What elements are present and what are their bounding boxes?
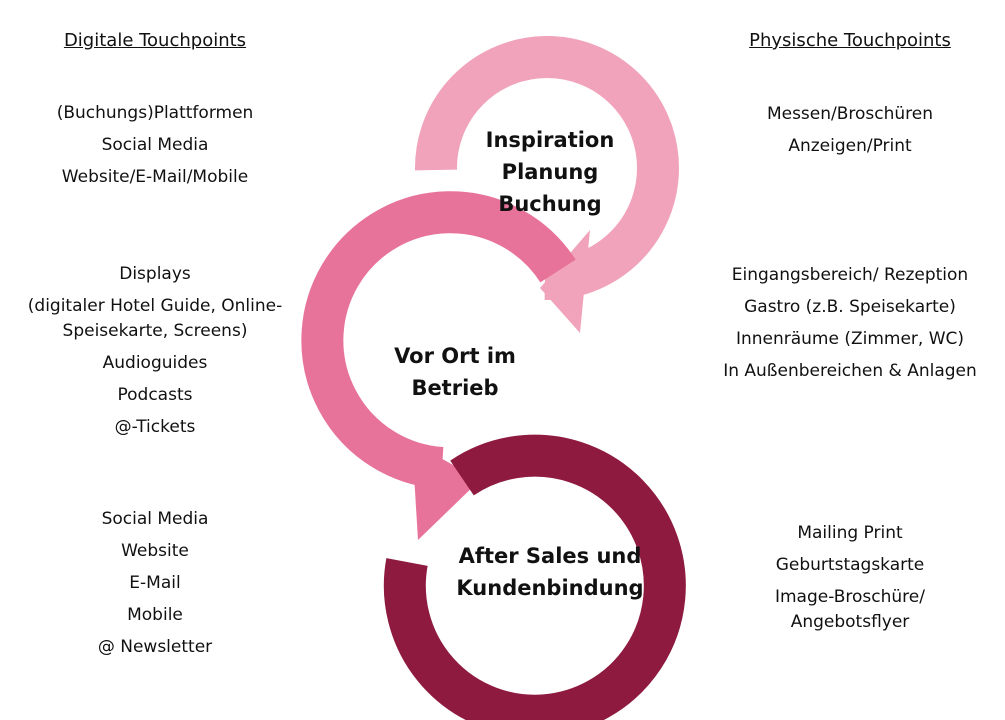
list-item: Social Media (101, 135, 209, 155)
list-item: Social Media (101, 509, 209, 529)
stage-1-line: Buchung (498, 192, 602, 216)
physical-group-on-site: Eingangsbereich/ Rezeption Gastro (z.B. … (705, 259, 995, 387)
list-item: Podcasts (117, 385, 193, 405)
stage-2-line: Vor Ort im (394, 344, 516, 368)
physical-group-planning: Messen/Broschüren Anzeigen/Print (705, 98, 995, 162)
list-item: Messen/Broschüren (766, 104, 934, 124)
list-item: Audioguides (102, 353, 208, 373)
list-item: Displays (119, 264, 191, 284)
list-item: Website/E-Mail/Mobile (61, 167, 249, 187)
stage-3-ring (383, 434, 686, 720)
list-item: Image-Broschüre/ Angebotsflyer (774, 587, 925, 632)
digital-group-after-sales: Social Media Website E-Mail Mobile @ New… (15, 503, 295, 663)
stage-1-arc (414, 36, 679, 301)
list-item: (Buchungs)Plattformen (56, 103, 254, 123)
stage-2-line: Betrieb (411, 376, 499, 400)
list-item: Mobile (127, 605, 183, 625)
stage-1-label: Inspiration Planung Buchung (450, 124, 650, 220)
list-item: (digitaler Hotel Guide, Online-Speisekar… (27, 296, 283, 341)
stage-2-label: Vor Ort im Betrieb (360, 340, 550, 404)
stage-1-line: Planung (501, 160, 599, 184)
list-item: Eingangsbereich/ Rezeption (731, 265, 969, 285)
list-item: Geburtstagskarte (775, 555, 925, 575)
physical-touchpoints-heading: Physische Touchpoints (749, 30, 951, 51)
physical-group-after-sales: Mailing Print Geburtstagskarte Image-Bro… (705, 517, 995, 638)
list-item: @ Newsletter (97, 637, 213, 657)
stage-3-label: After Sales und Kundenbindung (440, 540, 660, 604)
stage-1-line: Inspiration (485, 128, 615, 152)
list-item: In Außenbereichen & Anlagen (723, 361, 977, 381)
list-item: Mailing Print (797, 523, 903, 543)
stage-1-arrowhead (540, 230, 590, 333)
list-item: Innenräume (Zimmer, WC) (735, 329, 965, 349)
stage-2-arrowhead (412, 442, 480, 540)
list-item: @-Tickets (114, 417, 196, 437)
list-item: Anzeigen/Print (788, 136, 912, 156)
digital-group-planning: (Buchungs)Plattformen Social Media Websi… (15, 97, 295, 193)
digital-group-on-site: Displays (digitaler Hotel Guide, Online-… (15, 258, 295, 443)
list-item: Website (121, 541, 189, 561)
stage-2-arc (301, 191, 576, 489)
stage-3-line: After Sales und (458, 544, 642, 568)
digital-touchpoints-heading: Digitale Touchpoints (63, 30, 247, 51)
stage-3-line: Kundenbindung (456, 576, 644, 600)
list-item: Gastro (z.B. Speisekarte) (744, 297, 956, 317)
list-item: E-Mail (129, 573, 181, 593)
